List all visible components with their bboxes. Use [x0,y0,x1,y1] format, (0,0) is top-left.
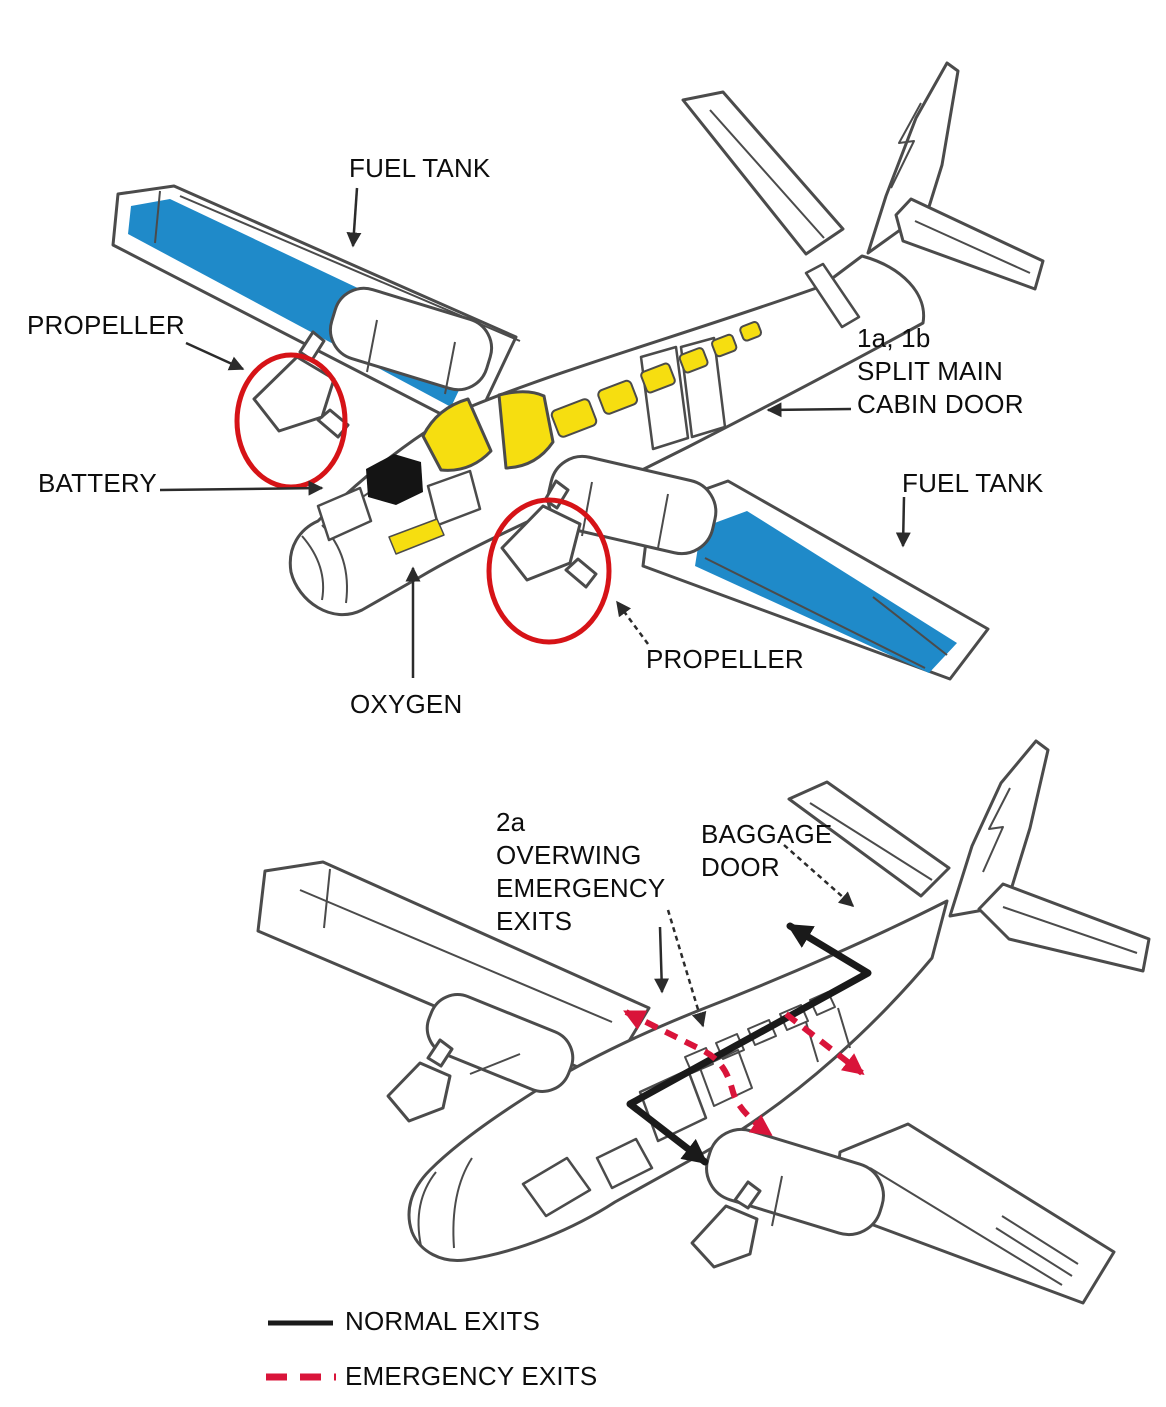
overwing-label-line4: EXITS [496,906,573,936]
fuel-tank-right-area [695,511,957,673]
emergency-exit-route-right [784,1011,865,1076]
split-main-cabin-door-label-line2: SPLIT MAIN [857,356,1004,386]
baggage-door-arrow [783,844,855,907]
bottom-tail [787,739,1151,973]
bottom-far-engine [386,993,575,1123]
bottom-aircraft-illustration [256,739,1151,1305]
split-main-cabin-door-label-line3: CABIN DOOR [857,389,1024,419]
top-right-wing [641,479,990,681]
overwing-label-line1: 2a [496,807,526,837]
cabin-door-arrow [766,402,852,418]
overwing-label-line2: OVERWING [496,840,642,870]
battery-label: BATTERY [38,468,157,498]
emergency-exits-legend-label: EMERGENCY EXITS [345,1361,598,1391]
fuel-tank-left-label: FUEL TANK [349,153,491,183]
top-left-engine [234,286,494,490]
top-aircraft-illustration [111,61,1045,681]
fuel-tank-right-arrow [895,496,911,548]
top-dorsal-panel [804,262,861,329]
propeller-right-arrow [615,600,650,645]
overwing-exit-arrow-1 [654,926,670,994]
bottom-near-spinner [690,1204,759,1269]
top-left-spinner [252,355,336,433]
overwing-exit-arrow-2 [666,909,707,1028]
overwing-emergency-exits-label: 2a OVERWING EMERGENCY EXITS [496,806,665,938]
baggage-door-label-line2: DOOR [701,852,780,882]
propeller-right-label: PROPELLER [646,644,804,674]
oxygen-label: OXYGEN [350,689,463,719]
split-main-cabin-door-label-line1: 1a, 1b [857,323,931,353]
top-windows [421,321,763,472]
propeller-left-arrow [185,341,245,371]
bottom-far-spinner [386,1061,452,1123]
emergency-exit-route-overwing [623,1009,773,1137]
fuel-tank-right-label: FUEL TANK [902,468,1044,498]
propeller-circle-right [486,497,612,645]
top-tail [681,61,960,256]
top-right-engine [486,454,718,645]
baggage-door-label: BAGGAGE DOOR [701,818,832,884]
battery-arrow [159,480,324,496]
normal-exits-legend-label: NORMAL EXITS [345,1306,541,1336]
top-right-spinner [500,504,582,582]
split-main-cabin-door-label: 1a, 1b SPLIT MAIN CABIN DOOR [857,322,1024,421]
top-vertical-fin [866,61,960,255]
propeller-left-label: PROPELLER [27,310,185,340]
overwing-label-line3: EMERGENCY [496,873,666,903]
propeller-circle-left [234,352,348,490]
battery-marker [366,454,423,505]
baggage-door-label-line1: BAGGAGE [701,819,833,849]
legend [266,1320,336,1381]
oxygen-marker [388,518,445,555]
fuel-tank-left-arrow [346,187,362,248]
